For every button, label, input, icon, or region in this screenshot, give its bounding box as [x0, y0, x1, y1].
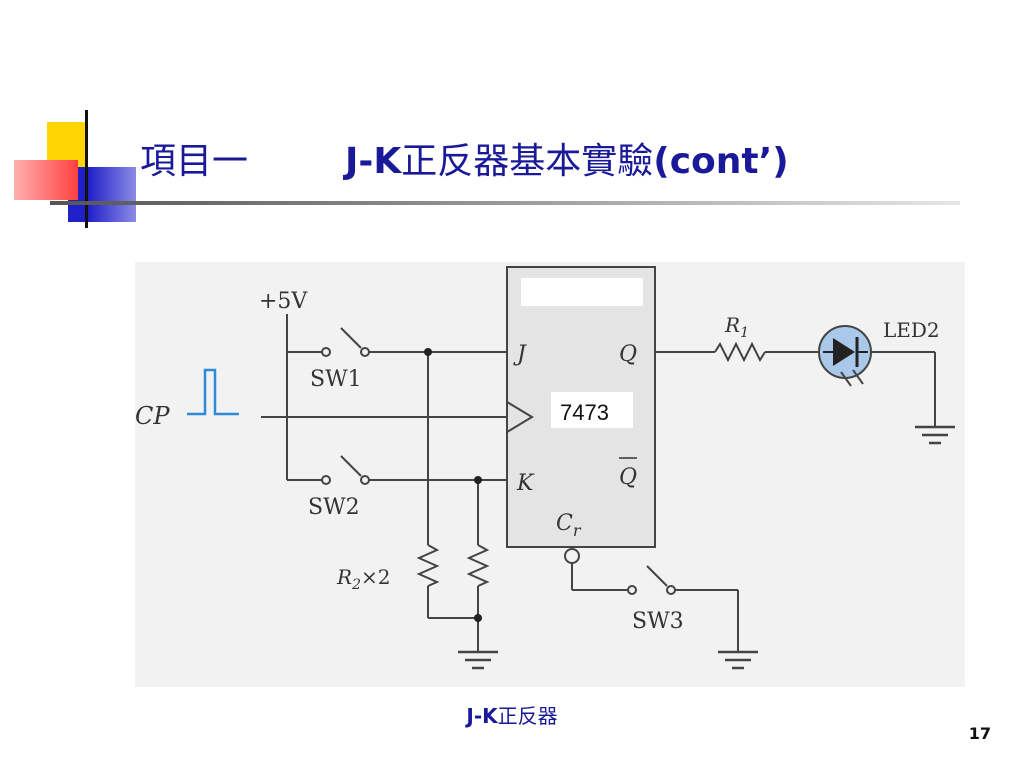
- sw1-lever: [340, 327, 362, 349]
- junction-dot-k: [474, 476, 482, 484]
- pin-k-label: K: [516, 471, 535, 496]
- ic-label-blank: [521, 278, 643, 306]
- ic-part-label-bg: [551, 392, 633, 428]
- sw2-label: SW2: [308, 495, 360, 520]
- r2-label: R2×2: [336, 565, 390, 593]
- clock-label: CP: [135, 402, 170, 430]
- r2a-zigzag: [416, 544, 440, 587]
- clear-inversion-bubble: [564, 548, 580, 564]
- page-number: 17: [968, 724, 991, 743]
- deco-blue-square: [68, 167, 136, 222]
- led-icon: [818, 325, 872, 387]
- sw3-contact-left: [627, 585, 637, 595]
- sw3-lever: [646, 565, 668, 587]
- caption-cjk: 正反器: [497, 704, 558, 728]
- deco-vertical-line: [85, 110, 88, 228]
- title-part-b: J-K正反器基本實驗(cont’): [345, 137, 789, 187]
- slide-title: 項目一 J-K正反器基本實驗(cont’): [140, 137, 789, 187]
- title-latin: J-K: [345, 141, 402, 182]
- sw3-label: SW3: [632, 609, 684, 634]
- sw3-contact-right: [666, 585, 676, 595]
- pin-j-label: J: [513, 342, 527, 367]
- deco-red-square: [14, 160, 78, 200]
- pin-clear-label: Cr: [556, 511, 582, 540]
- sw2-contact-left: [321, 475, 331, 485]
- caption-latin: J-K: [466, 704, 498, 728]
- sw2-lever: [340, 455, 362, 477]
- clock-edge-symbol: [506, 401, 534, 433]
- sw1-label: SW1: [310, 367, 362, 392]
- schematic-svg: +5V CP SW1 SW2 SW3 J K Q Q Cr 7473 R1 R2…: [135, 266, 955, 670]
- title-cjk: 正反器基本實驗: [401, 141, 654, 182]
- jk-flipflop-schematic: +5V CP SW1 SW2 SW3 J K Q Q Cr 7473 R1 R2…: [135, 262, 965, 687]
- supply-label: +5V: [259, 289, 308, 314]
- pin-q-label: Q: [619, 342, 637, 367]
- junction-dot-j: [424, 348, 432, 356]
- ground-symbols: [458, 425, 955, 670]
- sw1-contact-right: [360, 347, 370, 357]
- title-part-a: 項目一: [140, 141, 249, 182]
- pin-q-bar-label: Q: [619, 465, 637, 490]
- led-label: LED2: [883, 318, 940, 342]
- junction-dot-r2: [474, 614, 482, 622]
- deco-yellow-square: [47, 122, 87, 167]
- r2b-zigzag: [466, 544, 490, 587]
- r1-zigzag: [714, 341, 766, 363]
- title-underline: [50, 201, 960, 205]
- sw2-contact-right: [360, 475, 370, 485]
- clock-pulse-icon: [187, 368, 239, 416]
- r1-label: R1: [724, 313, 749, 341]
- figure-caption: J-K正反器: [0, 700, 1024, 729]
- sw1-contact-left: [321, 347, 331, 357]
- title-suffix: (cont’): [653, 141, 789, 182]
- ic-part-label: 7473: [560, 400, 609, 425]
